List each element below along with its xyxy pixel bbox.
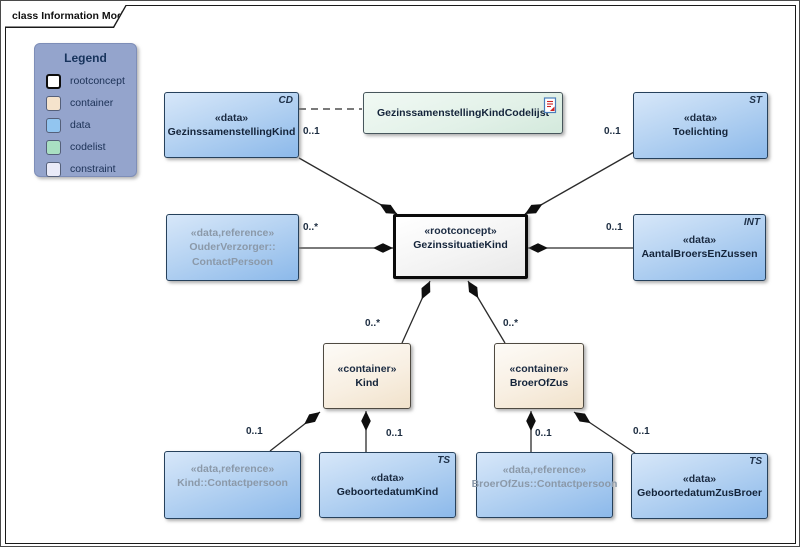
node-name: BroerOfZus — [509, 376, 569, 389]
stereotype: «data,reference» — [502, 464, 587, 476]
stereotype: «data» — [682, 472, 717, 485]
node-gezinssamenstellingkind[interactable]: CD «data» GezinssamenstellingKind — [164, 92, 299, 158]
type-marker: INT — [743, 217, 760, 228]
node-name: GeboortedatumZusBroer — [637, 486, 762, 499]
node-name: GeboortedatumKind — [336, 485, 439, 498]
stereotype: «data,reference» — [190, 463, 275, 475]
legend-item-label: container — [70, 97, 114, 109]
multiplicity-label: 0..1 — [386, 428, 403, 439]
node-name: ContactPersoon — [191, 255, 274, 268]
stereotype: «data,reference» — [190, 226, 275, 239]
multiplicity-label: 0..1 — [604, 126, 621, 137]
codelist-document-icon — [543, 97, 557, 114]
multiplicity-label: 0..1 — [246, 426, 263, 437]
frame-tab: class Information Model — [5, 5, 127, 28]
node-ouderverzorger-contactpersoon[interactable]: «data,reference» OuderVerzorger:: Contac… — [166, 214, 299, 281]
legend-item-label: data — [70, 119, 91, 131]
node-gezinssamenstellingkindcodelijst[interactable]: GezinssamenstellingKindCodelijst — [363, 92, 563, 134]
legend-item-data: data — [46, 117, 90, 133]
codelist-swatch — [46, 139, 61, 155]
node-toelichting[interactable]: ST «data» Toelichting — [633, 92, 768, 159]
stereotype: «container» — [337, 362, 397, 375]
frame-title: class Information Model — [12, 9, 133, 22]
node-broerofzus-contactpersoon[interactable]: «data,reference» BroerOfZus::Contactpers… — [472, 452, 617, 518]
node-geboortedatumzusbroer[interactable]: TS «data» GeboortedatumZusBroer — [631, 453, 768, 519]
node-broerofzus[interactable]: «container» BroerOfZus — [494, 343, 584, 409]
multiplicity-label: 0..1 — [535, 428, 552, 439]
stereotype: «data» — [214, 111, 249, 124]
type-marker: TS — [437, 455, 450, 466]
multiplicity-label: 0..1 — [633, 426, 650, 437]
node-aantalbroersenzussen[interactable]: INT «data» AantalBroersEnZussen — [633, 214, 766, 281]
node-name: AantalBroersEnZussen — [641, 248, 758, 260]
multiplicity-label: 0..* — [303, 222, 319, 233]
multiplicity-label: 0..1 — [606, 222, 623, 233]
stereotype: «data» — [682, 234, 717, 246]
legend-item-container: container — [46, 95, 113, 111]
stereotype: «rootconcept» — [424, 225, 497, 237]
type-marker: CD — [278, 95, 293, 106]
legend-item-label: codelist — [70, 141, 106, 153]
node-name: OuderVerzorger:: — [189, 240, 276, 253]
multiplicity-label: 0..* — [503, 318, 519, 329]
node-name: Kind::Contactpersoon — [177, 477, 288, 489]
stereotype: «container» — [509, 362, 569, 375]
legend[interactable]: Legend rootconcept container data codeli… — [34, 43, 137, 177]
rootconcept-swatch — [46, 73, 61, 89]
node-kind-contactpersoon[interactable]: «data,reference» Kind::Contactpersoon — [164, 451, 301, 519]
multiplicity-label: 0..1 — [303, 126, 320, 137]
legend-item-codelist: codelist — [46, 139, 106, 155]
node-name: GezinssamenstellingKind — [167, 125, 296, 138]
stereotype: «data» — [370, 471, 405, 484]
legend-item-constraint: constraint — [46, 161, 116, 177]
legend-item-label: constraint — [70, 163, 116, 175]
node-gezinssituatiekind[interactable]: «rootconcept» GezinssituatieKind — [393, 214, 528, 279]
node-name: GezinssamenstellingKindCodelijst — [376, 106, 550, 119]
constraint-swatch — [46, 161, 61, 177]
node-name: BroerOfZus::Contactpersoon — [471, 478, 618, 490]
node-geboortedatumkind[interactable]: TS «data» GeboortedatumKind — [319, 452, 456, 518]
stereotype: «data» — [683, 112, 718, 124]
data-swatch — [46, 117, 61, 133]
legend-item-rootconcept: rootconcept — [46, 73, 125, 89]
frame-tab-face: class Information Model — [5, 5, 126, 27]
node-name: Kind — [355, 376, 379, 389]
node-name: Toelichting — [672, 126, 729, 138]
legend-item-label: rootconcept — [70, 75, 125, 87]
type-marker: TS — [749, 456, 762, 467]
node-kind[interactable]: «container» Kind — [323, 343, 411, 409]
node-name: GezinssituatieKind — [413, 239, 508, 251]
legend-title: Legend — [64, 51, 107, 65]
container-swatch — [46, 95, 61, 111]
type-marker: ST — [749, 95, 762, 106]
multiplicity-label: 0..* — [365, 318, 381, 329]
